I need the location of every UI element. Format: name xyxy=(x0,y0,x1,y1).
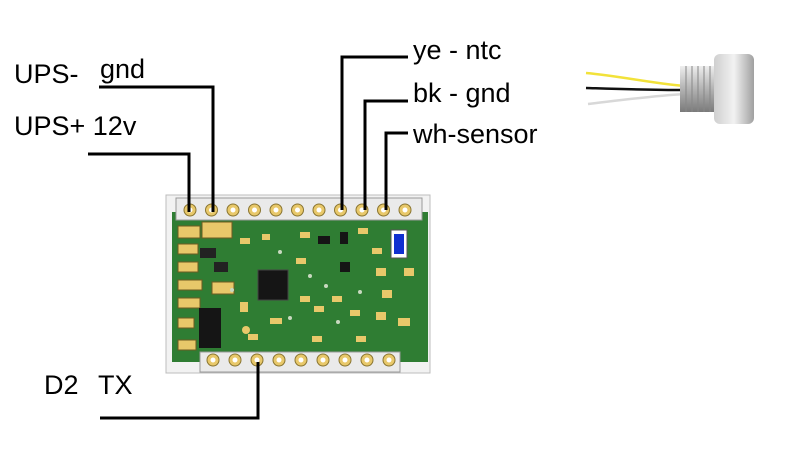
wire-ups-minus-gnd xyxy=(99,85,215,212)
wire-bk-gnd xyxy=(363,99,408,210)
label-ups-minus: UPS- xyxy=(14,59,79,89)
header-pin-hole xyxy=(320,357,326,363)
header-pin-hole xyxy=(232,357,238,363)
header-pin-hole xyxy=(252,207,257,213)
small-chip xyxy=(340,232,348,244)
small-chip xyxy=(318,236,330,244)
label-d2: D2 xyxy=(44,370,79,400)
wire-black xyxy=(585,86,685,92)
header-pin-hole xyxy=(402,207,408,213)
header-pin-hole xyxy=(386,357,392,363)
left-smd-components xyxy=(177,221,235,351)
wire-ye-ntc xyxy=(340,55,408,210)
header-pin-hole xyxy=(342,357,348,363)
header-pin-hole xyxy=(359,207,365,213)
label-gnd: gnd xyxy=(100,54,146,84)
bottom-pin-row xyxy=(206,353,396,367)
header-pin-hole xyxy=(273,207,279,213)
wire-wh-sensor xyxy=(384,131,408,210)
passive-components xyxy=(240,228,414,342)
wire-ups-plus-12v xyxy=(88,152,191,212)
header-pin-hole xyxy=(230,207,236,213)
ntc-sensor xyxy=(585,54,754,124)
header-pin-hole xyxy=(210,357,216,363)
wire-yellow xyxy=(585,71,685,88)
header-pin-hole xyxy=(316,207,322,213)
header-pin-hole xyxy=(364,357,370,363)
main-ic-chip xyxy=(257,269,289,301)
label-bk-gnd: bk - gnd xyxy=(413,78,511,108)
wire-d2-tx xyxy=(100,362,260,420)
wires xyxy=(88,55,408,420)
label-tx: TX xyxy=(98,370,133,400)
regulator-chip xyxy=(199,308,221,348)
blue-component xyxy=(394,234,404,254)
header-pin-hole xyxy=(295,207,300,213)
sensor-thread-lines xyxy=(685,66,711,112)
pcb-module xyxy=(165,194,431,374)
sensor-cap xyxy=(714,54,754,124)
vias xyxy=(230,250,362,334)
label-ups-plus-12v: UPS+ 12v xyxy=(14,111,137,141)
label-wh-sensor: wh-sensor xyxy=(413,119,538,149)
header-pin-hole xyxy=(298,357,304,363)
small-chip xyxy=(340,262,350,272)
header-pin-hole xyxy=(254,357,260,363)
header-pin-hole xyxy=(276,357,282,363)
wire-white xyxy=(587,92,685,106)
label-ye-ntc: ye - ntc xyxy=(413,35,502,65)
